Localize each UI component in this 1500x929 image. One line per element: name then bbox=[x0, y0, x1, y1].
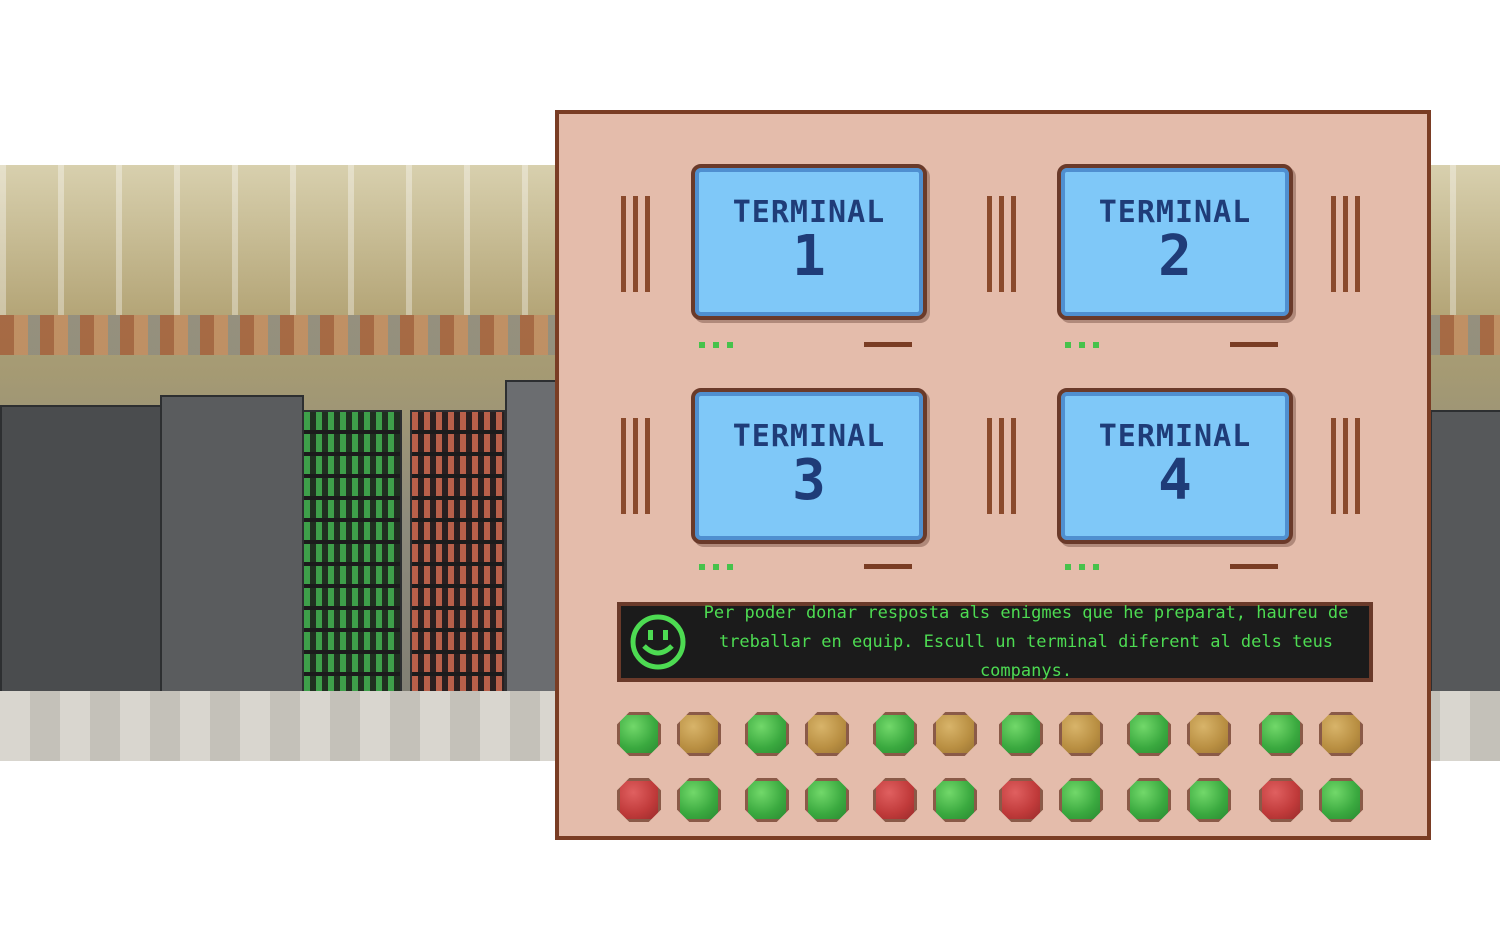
message-text: Per poder donar resposta als enigmes que… bbox=[687, 599, 1369, 686]
led-button-green[interactable] bbox=[1059, 778, 1103, 822]
indicator-dots bbox=[1065, 564, 1105, 570]
terminal-label: TERMINAL bbox=[1098, 418, 1252, 454]
vent-grille bbox=[1331, 418, 1365, 514]
led-button-gold[interactable] bbox=[933, 712, 977, 756]
led-button-green[interactable] bbox=[745, 712, 789, 756]
led-button-green[interactable] bbox=[873, 712, 917, 756]
terminal-label: TERMINAL bbox=[732, 194, 886, 230]
led-button-green[interactable] bbox=[933, 778, 977, 822]
server-rack-lit bbox=[302, 410, 402, 714]
server-rack bbox=[160, 395, 304, 719]
terminal-number: 1 bbox=[792, 223, 826, 289]
led-button-red[interactable] bbox=[873, 778, 917, 822]
led-button-gold[interactable] bbox=[677, 712, 721, 756]
led-button-gold[interactable] bbox=[1319, 712, 1363, 756]
terminal-1-button[interactable]: TERMINAL 1 bbox=[691, 164, 927, 320]
indicator-dots bbox=[699, 342, 739, 348]
led-button-gold[interactable] bbox=[805, 712, 849, 756]
vent-grille bbox=[987, 418, 1021, 514]
led-button-green[interactable] bbox=[1187, 778, 1231, 822]
led-button-green[interactable] bbox=[1259, 712, 1303, 756]
server-rack bbox=[0, 405, 164, 719]
terminal-number: 2 bbox=[1158, 223, 1192, 289]
led-button-green[interactable] bbox=[617, 712, 661, 756]
server-rack-lit bbox=[410, 410, 506, 714]
led-button-green[interactable] bbox=[677, 778, 721, 822]
indicator-dash bbox=[864, 342, 912, 347]
terminal-number: 3 bbox=[792, 447, 826, 513]
vent-grille bbox=[1331, 196, 1365, 292]
message-line: treballar en equip. Escull un terminal d… bbox=[718, 631, 1334, 681]
led-button-red[interactable] bbox=[999, 778, 1043, 822]
indicator-dash bbox=[1230, 564, 1278, 569]
terminal-2-button[interactable]: TERMINAL 2 bbox=[1057, 164, 1293, 320]
led-button-green[interactable] bbox=[1127, 778, 1171, 822]
led-button-red[interactable] bbox=[617, 778, 661, 822]
message-line: Per poder donar resposta als enigmes que… bbox=[703, 602, 1349, 623]
indicator-dash bbox=[864, 564, 912, 569]
terminal-4-button[interactable]: TERMINAL 4 bbox=[1057, 388, 1293, 544]
message-bar: Per poder donar resposta als enigmes que… bbox=[617, 602, 1373, 682]
led-button-green[interactable] bbox=[1319, 778, 1363, 822]
led-button-red[interactable] bbox=[1259, 778, 1303, 822]
terminal-number: 4 bbox=[1158, 447, 1192, 513]
led-button-gold[interactable] bbox=[1187, 712, 1231, 756]
led-button-green[interactable] bbox=[745, 778, 789, 822]
indicator-dash bbox=[1230, 342, 1278, 347]
control-panel: TERMINAL 1 TERMINAL 2 TERMINAL 3 TERMINA… bbox=[555, 110, 1431, 840]
terminal-label: TERMINAL bbox=[732, 418, 886, 454]
led-button-gold[interactable] bbox=[1059, 712, 1103, 756]
vent-grille bbox=[621, 196, 655, 292]
led-button-green[interactable] bbox=[805, 778, 849, 822]
vent-grille bbox=[621, 418, 655, 514]
indicator-dots bbox=[699, 564, 739, 570]
server-rack bbox=[1430, 410, 1500, 714]
smiley-icon bbox=[630, 614, 686, 670]
led-button-green[interactable] bbox=[1127, 712, 1171, 756]
terminal-label: TERMINAL bbox=[1098, 194, 1252, 230]
vent-grille bbox=[987, 196, 1021, 292]
terminal-3-button[interactable]: TERMINAL 3 bbox=[691, 388, 927, 544]
led-button-green[interactable] bbox=[999, 712, 1043, 756]
indicator-dots bbox=[1065, 342, 1105, 348]
